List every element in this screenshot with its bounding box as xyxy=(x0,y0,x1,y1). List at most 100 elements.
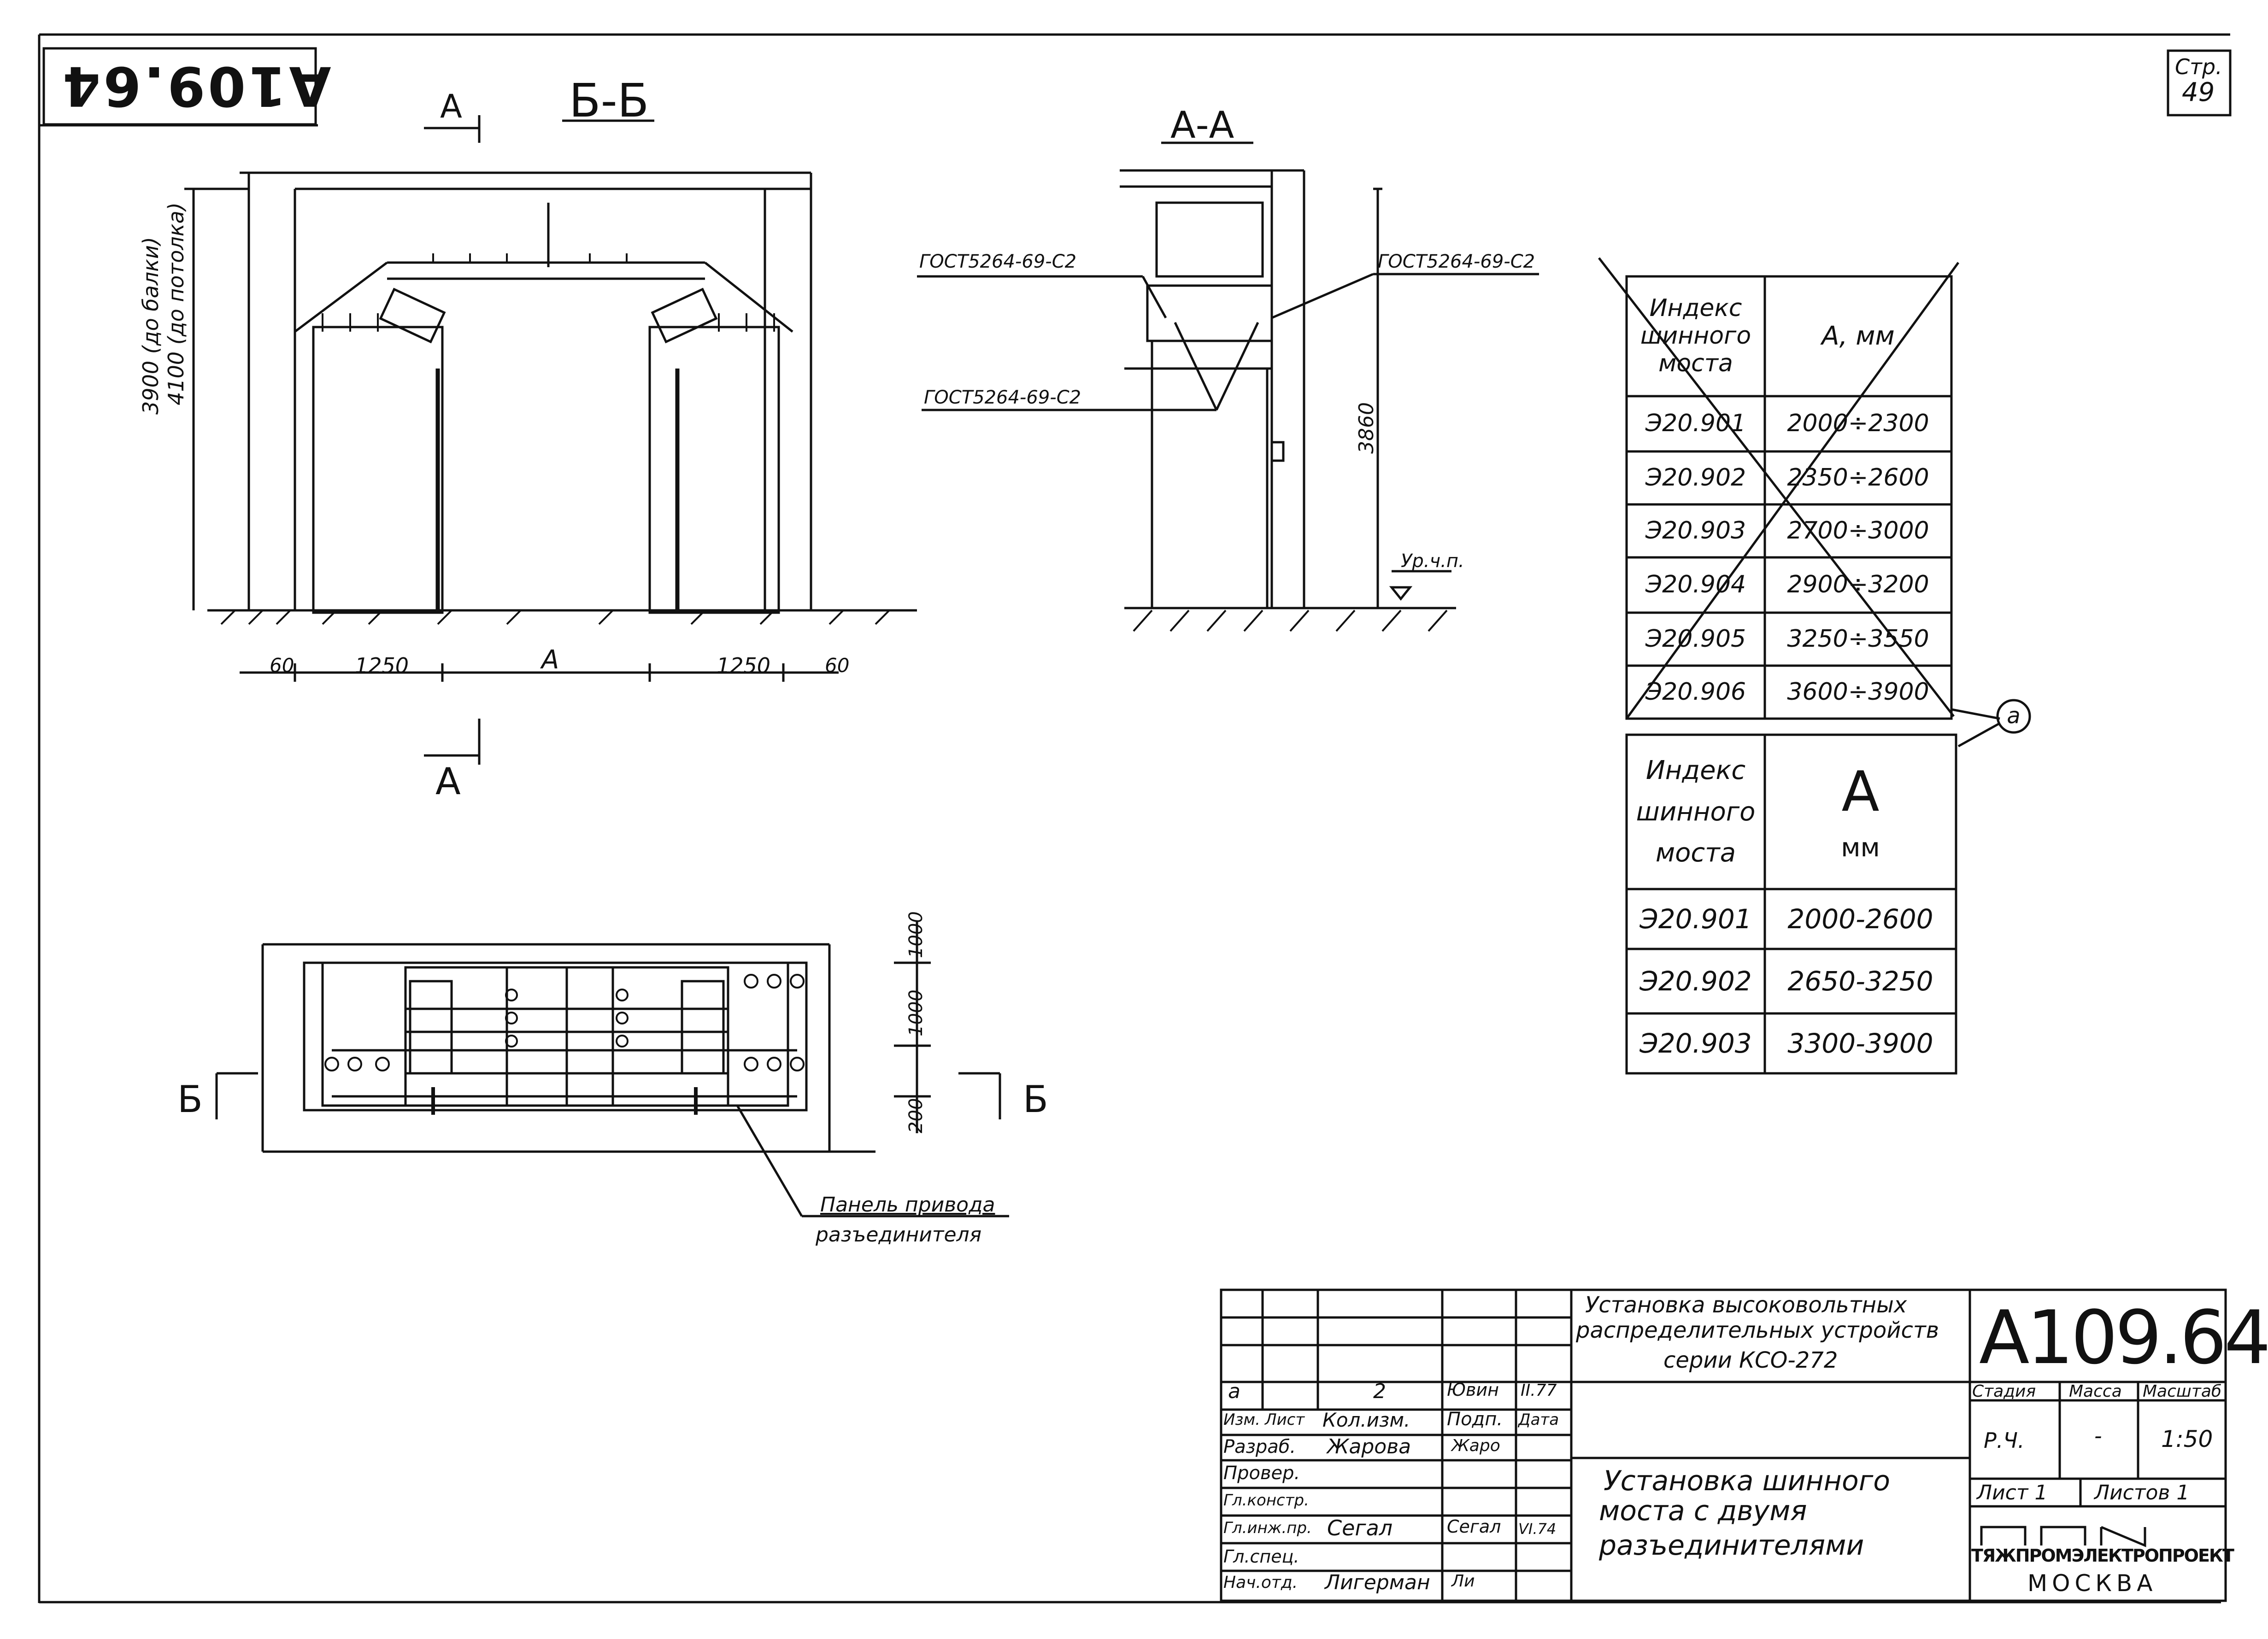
new-table-header-a: А мм xyxy=(1765,735,1956,889)
col-stage: Стадия xyxy=(1972,1382,2036,1401)
name-razrab: Жарова xyxy=(1327,1435,1411,1458)
section-aa-view xyxy=(917,141,1539,632)
dim-a: А xyxy=(541,645,559,675)
height-label-ceiling: 4100 (до потолка) xyxy=(164,202,188,405)
old-row-2-a: 2350÷2600 xyxy=(1787,463,1929,492)
project-line3: серии КСО-272 xyxy=(1663,1347,1838,1373)
sign-razrab: Жаро xyxy=(1451,1436,1500,1455)
role-gl-konstr: Гл.констр. xyxy=(1223,1491,1309,1510)
revision-mark-circle xyxy=(1996,699,2031,734)
hdr-data: Дата xyxy=(1518,1411,1559,1429)
organization-city: МОСКВА xyxy=(2027,1570,2157,1597)
revision-mark: а xyxy=(1228,1380,1240,1403)
sign-gl-inzh: Сегал xyxy=(1447,1516,1501,1537)
page-number: 49 xyxy=(2182,77,2215,107)
old-row-4-index: Э20.904 xyxy=(1645,571,1746,599)
old-row-6-a: 3600÷3900 xyxy=(1787,678,1929,706)
revision-qty: 2 xyxy=(1373,1380,1386,1403)
old-header-index-line1: Индекс xyxy=(1649,294,1742,322)
old-row-1-index: Э20.901 xyxy=(1645,410,1746,438)
dim-60-right: 60 xyxy=(825,654,850,677)
plan-dim-1000-mid: 1000 xyxy=(905,989,927,1036)
new-header-unit: мм xyxy=(1841,833,1880,863)
page-label: Стр. xyxy=(2175,54,2222,79)
old-row-3-a: 2700÷3000 xyxy=(1787,516,1929,544)
role-prover: Провер. xyxy=(1223,1463,1300,1484)
sign-nach-otd: Ли xyxy=(1451,1572,1475,1591)
old-table-grid xyxy=(1598,257,2031,748)
col-scale: Масштаб xyxy=(2143,1382,2222,1401)
new-header-index-line3: моста xyxy=(1655,838,1736,868)
gost-label-left-top: ГОСТ5264-69-С2 xyxy=(919,251,1077,272)
new-row-2-index: Э20.902 xyxy=(1639,965,1752,997)
role-razrab: Разраб. xyxy=(1223,1436,1296,1458)
leader-label-line1: Панель привода xyxy=(820,1193,995,1217)
new-row-3-index: Э20.903 xyxy=(1639,1027,1752,1059)
new-table-grid xyxy=(1625,733,1957,1075)
leader-label-line2: разъединителя xyxy=(816,1223,982,1247)
scale-value: 1:50 xyxy=(2161,1426,2213,1452)
old-table-header-a: А, мм xyxy=(1821,321,1895,351)
role-gl-spec: Гл.спец. xyxy=(1223,1546,1299,1567)
role-nach-otd: Нач.отд. xyxy=(1223,1573,1298,1592)
height-label-beam: 3900 (до балки) xyxy=(138,237,163,415)
gost-label-right: ГОСТ5264-69-С2 xyxy=(1378,251,1535,272)
new-header-index-line1: Индекс xyxy=(1645,755,1746,786)
col-mass: Масса xyxy=(2069,1382,2122,1401)
new-row-1-a: 2000-2600 xyxy=(1787,903,1933,935)
old-row-5-a: 3250÷3550 xyxy=(1787,625,1929,653)
title-block-code: А109.64 xyxy=(1979,1294,2268,1381)
old-row-2-index: Э20.902 xyxy=(1645,463,1746,492)
sheets-total: Листов 1 xyxy=(2094,1481,2190,1504)
old-header-index-line2: шинного xyxy=(1640,322,1751,350)
sheet-number: Лист 1 xyxy=(1977,1481,2048,1504)
dim-60-left: 60 xyxy=(270,654,294,677)
new-row-2-a: 2650-3250 xyxy=(1787,965,1933,997)
section-aa-title: А-А xyxy=(1170,104,1234,146)
gost-label-left-bottom: ГОСТ5264-69-С2 xyxy=(924,387,1081,408)
project-line1: Установка высоковольтных xyxy=(1585,1292,1907,1318)
drawing-title-line2: моста с двумя xyxy=(1599,1495,1807,1527)
drawing-title-line3: разъединителями xyxy=(1599,1529,1864,1562)
hdr-kol-izm: Кол.изм. xyxy=(1322,1409,1410,1431)
title-block-grid xyxy=(1220,1288,2227,1602)
organization-name: ТЯЖПРОМЭЛЕКТРОПРОЕКТ xyxy=(1971,1545,2234,1566)
hdr-izm: Изм. xyxy=(1223,1411,1260,1429)
plan-dim-1000-top: 1000 xyxy=(905,911,927,958)
hdr-podp: Подп. xyxy=(1447,1409,1503,1430)
role-gl-inzh: Гл.инж.пр. xyxy=(1223,1519,1312,1537)
hdr-list: Лист xyxy=(1265,1411,1305,1429)
name-nach-otd: Лигерман xyxy=(1325,1571,1430,1594)
height-3860: 3860 xyxy=(1355,402,1378,454)
section-bb-view xyxy=(184,115,917,765)
old-row-1-a: 2000÷2300 xyxy=(1787,410,1929,438)
name-gl-inzh: Сегал xyxy=(1327,1516,1393,1540)
page-number-box xyxy=(2167,49,2232,117)
revision-date: II.77 xyxy=(1521,1381,1557,1400)
old-row-5-index: Э20.905 xyxy=(1645,625,1746,653)
plan-view xyxy=(215,921,1009,1218)
section-mark-a-bottom: А xyxy=(435,760,461,803)
new-table-header-index: Индекс шинного моста xyxy=(1627,735,1765,889)
new-row-3-a: 3300-3900 xyxy=(1787,1027,1933,1059)
dim-1250-right: 1250 xyxy=(717,653,771,678)
new-header-index-line2: шинного xyxy=(1636,796,1756,827)
old-table-header-index: Индекс шинного моста xyxy=(1627,276,1765,396)
section-mark-a-top: А xyxy=(440,88,462,125)
mass-value: - xyxy=(2094,1423,2102,1448)
old-row-4-a: 2900÷3200 xyxy=(1787,571,1929,599)
stage-value: Р.Ч. xyxy=(1984,1428,2025,1453)
mirrored-sheet-code: A109.64 xyxy=(60,54,331,118)
revision-mark-label: а xyxy=(2007,703,2021,729)
old-row-3-index: Э20.903 xyxy=(1645,516,1746,544)
new-header-a: А xyxy=(1841,760,1880,825)
dim-1250-left: 1250 xyxy=(355,653,409,678)
date-gl-inzh: VI.74 xyxy=(1518,1520,1557,1538)
section-bb-title: Б-Б xyxy=(569,74,649,128)
old-header-index-line3: моста xyxy=(1658,349,1733,377)
project-line2: распределительных устройств xyxy=(1576,1317,1939,1343)
floor-level-label: Ур.ч.п. xyxy=(1401,550,1464,572)
old-row-6-index: Э20.906 xyxy=(1645,678,1746,706)
